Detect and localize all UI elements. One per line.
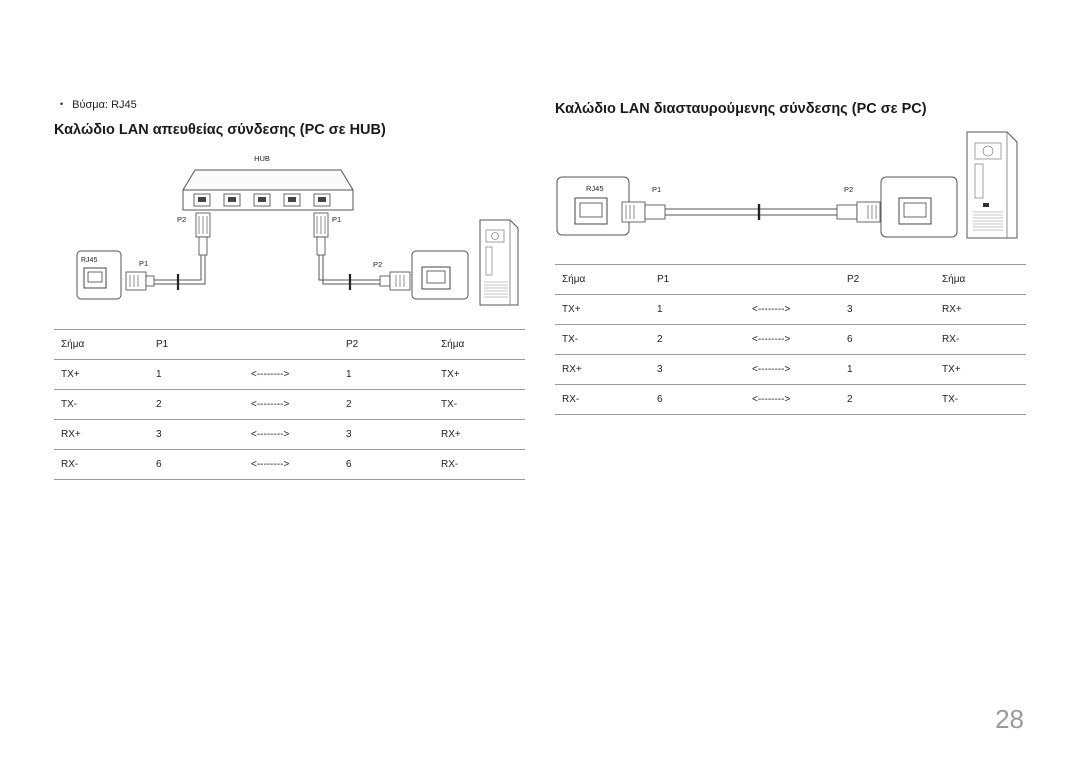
cell: 2 bbox=[840, 384, 935, 415]
cell: RX- bbox=[434, 449, 525, 480]
cell: TX- bbox=[555, 324, 650, 355]
cable-left bbox=[150, 255, 206, 285]
cell: RX+ bbox=[54, 419, 149, 450]
cross-cable-heading: Καλώδιο LAN διασταυρούμενης σύνδεσης (PC… bbox=[555, 101, 927, 117]
cell: 6 bbox=[149, 449, 244, 480]
cell: 3 bbox=[339, 419, 434, 450]
hub-plug-left bbox=[195, 212, 211, 256]
cell: 1 bbox=[339, 359, 434, 390]
connector-type-line: • Βύσμα: RJ45 bbox=[60, 99, 137, 111]
pc-rj45-label: RJ45 bbox=[81, 257, 97, 264]
header-signal: Σήμα bbox=[935, 264, 1026, 295]
computer-tower-icon bbox=[479, 219, 519, 306]
direct-connection-diagram: HUB P2 P1 RJ45 P1 bbox=[76, 154, 519, 306]
table-header-row: Σήμα P1 P2 Σήμα bbox=[555, 264, 1026, 295]
cable-right bbox=[318, 255, 380, 285]
cell: <--------> bbox=[745, 384, 840, 415]
cross-connection-diagram: RJ45 P1 P2 bbox=[556, 131, 1018, 239]
table-row: TX+ 1 <--------> 3 RX+ bbox=[555, 294, 1026, 325]
cell: <--------> bbox=[244, 359, 339, 390]
cell: RX- bbox=[555, 384, 650, 415]
cell: 2 bbox=[650, 324, 745, 355]
cross-cable bbox=[665, 204, 837, 220]
cell: TX- bbox=[54, 389, 149, 420]
cell: 3 bbox=[650, 354, 745, 385]
cell: <--------> bbox=[244, 389, 339, 420]
pc-side-plug-label: P1 bbox=[139, 259, 148, 268]
cell: TX- bbox=[434, 389, 525, 420]
bullet-marker: • bbox=[60, 99, 64, 109]
cell: 2 bbox=[149, 389, 244, 420]
direct-cable-heading: Καλώδιο LAN απευθείας σύνδεσης (PC σε HU… bbox=[54, 122, 386, 138]
cell: <--------> bbox=[244, 419, 339, 450]
cell: TX+ bbox=[434, 359, 525, 390]
cell: TX+ bbox=[54, 359, 149, 390]
pc-side-plug bbox=[125, 271, 155, 291]
right-rj45-port-box bbox=[880, 176, 958, 238]
cell: TX+ bbox=[555, 294, 650, 325]
table-row: TX+ 1 <--------> 1 TX+ bbox=[54, 359, 525, 390]
right-plug-label: P2 bbox=[844, 185, 853, 194]
header-signal: Σήμα bbox=[555, 264, 650, 295]
table-row: TX- 2 <--------> 6 RX- bbox=[555, 324, 1026, 355]
cell: TX- bbox=[935, 384, 1026, 415]
table-header-row: Σήμα P1 P2 Σήμα bbox=[54, 329, 525, 360]
hub-port-right-label: P1 bbox=[332, 215, 341, 224]
right-plug bbox=[836, 201, 881, 223]
cell: RX+ bbox=[555, 354, 650, 385]
cell: 6 bbox=[840, 324, 935, 355]
hub-plug-right bbox=[313, 212, 329, 256]
cross-cable-pin-table: Σήμα P1 P2 Σήμα TX+ 1 <--------> 3 RX+ T… bbox=[555, 264, 1026, 415]
cell: 6 bbox=[650, 384, 745, 415]
cell: 3 bbox=[149, 419, 244, 450]
header-p1: P1 bbox=[149, 329, 244, 360]
table-row: TX- 2 <--------> 2 TX- bbox=[54, 389, 525, 420]
cell: 2 bbox=[339, 389, 434, 420]
computer-side-plug bbox=[379, 271, 411, 291]
header-p1: P1 bbox=[650, 264, 745, 295]
cell: <--------> bbox=[745, 354, 840, 385]
cell: RX- bbox=[935, 324, 1026, 355]
cell: <--------> bbox=[745, 324, 840, 355]
table-row: RX+ 3 <--------> 3 RX+ bbox=[54, 419, 525, 450]
left-rj45-port-box bbox=[556, 176, 630, 236]
table-row: RX- 6 <--------> 2 TX- bbox=[555, 384, 1026, 415]
cell: <--------> bbox=[244, 449, 339, 480]
left-plug bbox=[621, 201, 666, 223]
page-number: 28 bbox=[995, 704, 1024, 734]
cell: RX+ bbox=[434, 419, 525, 450]
left-rj45-label: RJ45 bbox=[586, 184, 604, 193]
header-signal: Σήμα bbox=[54, 329, 149, 360]
header-signal: Σήμα bbox=[434, 329, 525, 360]
computer-side-plug-label: P2 bbox=[373, 260, 382, 269]
hub-device bbox=[182, 169, 354, 211]
cell: <--------> bbox=[745, 294, 840, 325]
hub-label: HUB bbox=[254, 154, 270, 163]
cell: 1 bbox=[149, 359, 244, 390]
cell: TX+ bbox=[935, 354, 1026, 385]
computer-rj45-port-box bbox=[411, 250, 469, 300]
left-plug-label: P1 bbox=[652, 185, 661, 194]
table-row: RX- 6 <--------> 6 RX- bbox=[54, 449, 525, 480]
table-row: RX+ 3 <--------> 1 TX+ bbox=[555, 354, 1026, 385]
header-p2: P2 bbox=[339, 329, 434, 360]
direct-cable-pin-table: Σήμα P1 P2 Σήμα TX+ 1 <--------> 1 TX+ T… bbox=[54, 329, 525, 480]
hub-port-left-label: P2 bbox=[177, 215, 186, 224]
cell: 3 bbox=[840, 294, 935, 325]
header-p2: P2 bbox=[840, 264, 935, 295]
header-arrow bbox=[244, 329, 339, 360]
cell: 1 bbox=[840, 354, 935, 385]
cell: 6 bbox=[339, 449, 434, 480]
cell: RX- bbox=[54, 449, 149, 480]
computer-tower-icon bbox=[966, 131, 1018, 239]
connector-type-text: Βύσμα: RJ45 bbox=[72, 99, 137, 111]
pc-rj45-port-box bbox=[76, 250, 122, 300]
header-arrow bbox=[745, 264, 840, 295]
cell: 1 bbox=[650, 294, 745, 325]
cell: RX+ bbox=[935, 294, 1026, 325]
